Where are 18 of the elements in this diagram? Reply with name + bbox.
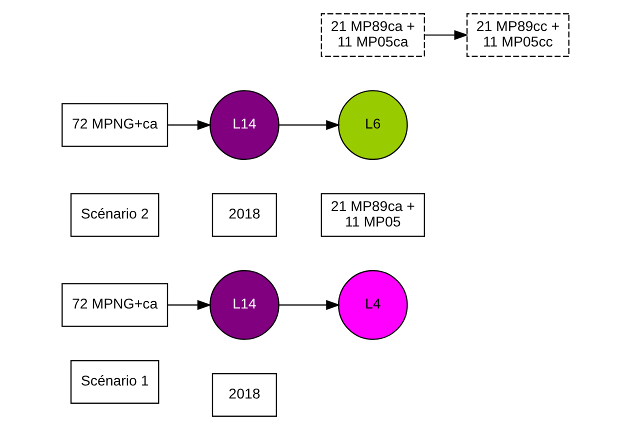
node-circle: L14 bbox=[209, 90, 279, 160]
node-box: 2018 bbox=[211, 372, 277, 416]
node-box: 72 MPNG+ca bbox=[61, 282, 168, 326]
arrow bbox=[278, 120, 340, 130]
node-box: 21 MP89ca + 11 MP05ca bbox=[320, 12, 425, 56]
node-box: 2018 bbox=[211, 192, 277, 236]
node-box: 21 MP89ca + 11 MP05 bbox=[320, 192, 425, 236]
node-box: 72 MPNG+ca bbox=[61, 102, 168, 146]
node-circle: L14 bbox=[209, 270, 279, 340]
node-circle: L4 bbox=[338, 270, 408, 340]
node-box: Scénario 2 bbox=[70, 192, 159, 236]
arrow bbox=[167, 120, 212, 130]
node-box: 21 MP89cc + 11 MP05cc bbox=[466, 12, 569, 56]
node-box: Scénario 1 bbox=[70, 360, 159, 404]
node-circle: L6 bbox=[338, 90, 408, 160]
arrow bbox=[278, 300, 340, 310]
arrow bbox=[167, 300, 212, 310]
arrow bbox=[424, 30, 468, 40]
